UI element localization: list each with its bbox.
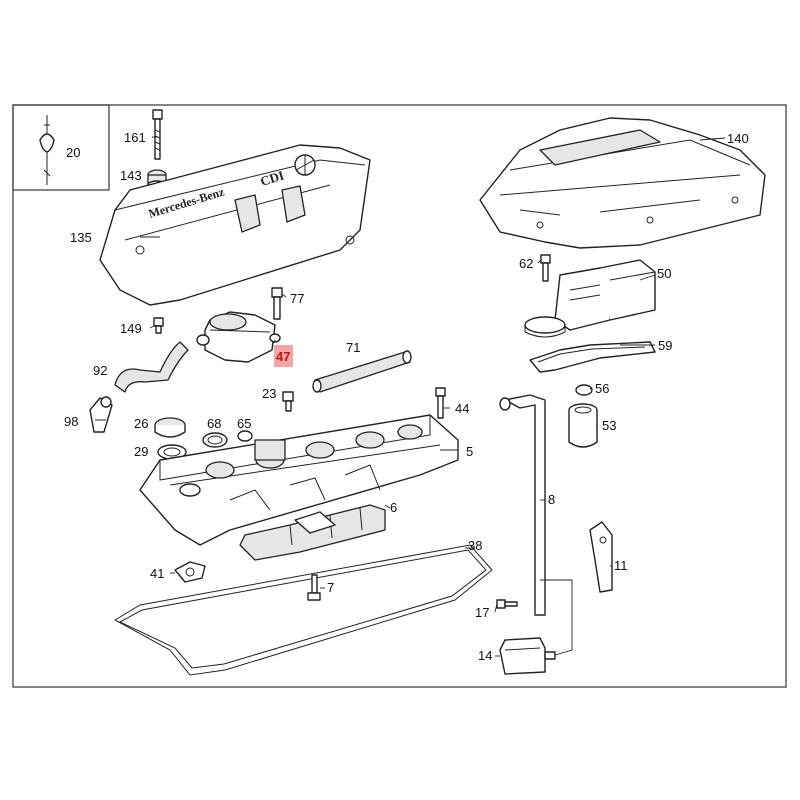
callout-8: 8 <box>548 492 555 507</box>
callout-38: 38 <box>468 538 482 553</box>
callout-5: 5 <box>466 444 473 459</box>
part-8-dipstick-tube <box>499 394 546 616</box>
part-47-oil-separator <box>196 311 281 363</box>
callout-6: 6 <box>390 500 397 515</box>
leader-lines <box>140 136 726 657</box>
part-135-engine-cover: Mercedes-Benz CDI <box>99 144 371 306</box>
callout-98: 98 <box>64 414 78 429</box>
cover-model-text: CDI <box>258 168 285 189</box>
part-65-o-ring <box>237 430 253 442</box>
callout-20: 20 <box>66 145 80 160</box>
callout-59: 59 <box>658 338 672 353</box>
part-26-oil-cap <box>154 417 186 438</box>
callout-65: 65 <box>237 416 251 431</box>
callout-50: 50 <box>657 266 671 281</box>
part-6-baffle-plate <box>239 504 386 561</box>
part-7-bolt <box>307 574 321 601</box>
callout-135: 135 <box>70 230 92 245</box>
callout-47-highlight <box>274 345 293 367</box>
callout-140: 140 <box>727 131 749 146</box>
part-44-bolt <box>435 387 446 419</box>
callout-11: 11 <box>614 558 628 573</box>
callout-41: 41 <box>150 566 164 581</box>
callout-77: 77 <box>290 291 304 306</box>
diagram-frame <box>12 104 787 688</box>
callout-17: 17 <box>475 605 489 620</box>
callout-47: 47 <box>276 349 290 364</box>
part-68-seal-ring <box>202 432 228 448</box>
callout-44: 44 <box>455 401 469 416</box>
callout-68: 68 <box>207 416 221 431</box>
inset-box <box>12 104 110 191</box>
part-62-bolt <box>540 254 551 282</box>
part-59-gasket <box>529 341 656 373</box>
part-41-clip <box>174 561 206 583</box>
callout-149: 149 <box>120 321 142 336</box>
callout-53: 53 <box>602 418 616 433</box>
part-20-clip <box>39 115 55 185</box>
callout-14: 14 <box>478 648 492 663</box>
part-77-bolt <box>271 287 283 320</box>
callout-7: 7 <box>327 580 334 595</box>
part-68-seal-ring-inner <box>207 435 223 445</box>
callout-56: 56 <box>595 381 609 396</box>
part-38-gasket <box>113 544 493 676</box>
callout-92: 92 <box>93 363 107 378</box>
part-53-sleeve <box>568 403 598 448</box>
callout-62: 62 <box>519 256 533 271</box>
part-14-clamp <box>499 637 556 675</box>
callout-23: 23 <box>262 386 276 401</box>
part-140-cover-housing <box>479 117 766 249</box>
callout-161: 161 <box>124 130 146 145</box>
part-17-bolt <box>496 599 518 609</box>
part-5-cylinder-head-cover <box>139 414 459 546</box>
part-23-bolt <box>282 391 294 412</box>
callout-26: 26 <box>134 416 148 431</box>
part-56-o-ring <box>575 384 593 396</box>
part-149-bolt <box>153 317 164 334</box>
part-92-hose <box>114 341 189 393</box>
part-11-bracket <box>589 521 613 593</box>
callouts: 20 161 143 135 140 62 50 77 149 47 71 59… <box>64 130 749 663</box>
callout-29: 29 <box>134 444 148 459</box>
part-50-valve-assembly <box>524 259 656 338</box>
part-98-fitting <box>89 396 113 433</box>
callout-143: 143 <box>120 168 142 183</box>
part-161-bolt <box>152 109 163 160</box>
callout-71: 71 <box>346 340 360 355</box>
part-71-hose <box>312 350 412 393</box>
